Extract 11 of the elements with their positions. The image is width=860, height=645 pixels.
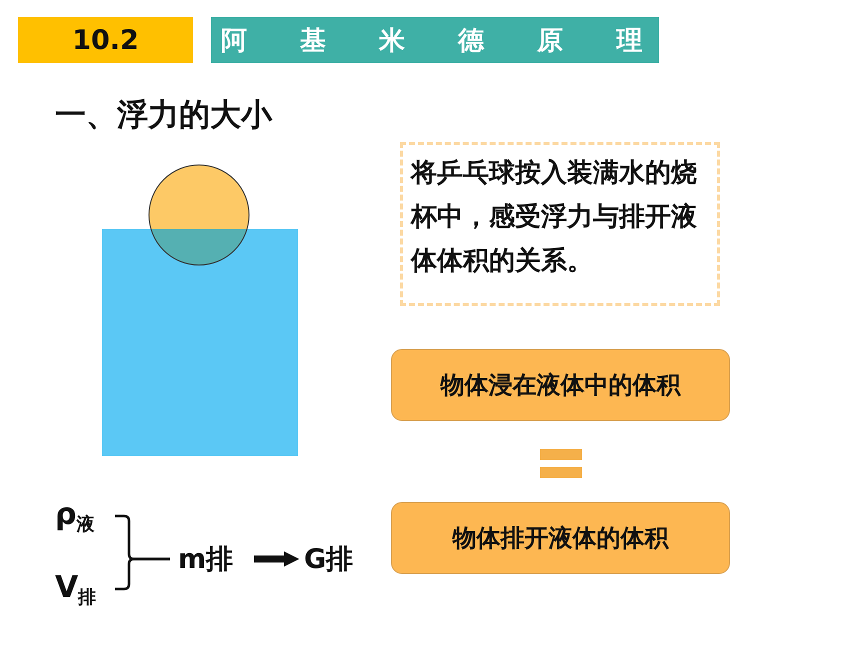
- volume-symbol: V$_{排}$: [55, 568, 107, 610]
- density-symbol: ρ$_{液}$: [55, 496, 107, 536]
- heading: 一、浮力的大小: [55, 96, 272, 135]
- volume-box: 物体排开液体的体积: [391, 502, 730, 574]
- instruction-note: 将乒乓球按入装满水的烧杯中，感受浮力与排开液体体积的关系。: [400, 142, 720, 306]
- section-title-banner: 阿 基 米 德 原 理: [211, 17, 659, 63]
- mass-symbol: m排: [178, 540, 244, 578]
- section-number: 10.2: [18, 17, 193, 63]
- arrow: [254, 551, 300, 567]
- volume-box: 物体浸在液体中的体积: [391, 349, 730, 421]
- weight-symbol: G排: [304, 540, 366, 578]
